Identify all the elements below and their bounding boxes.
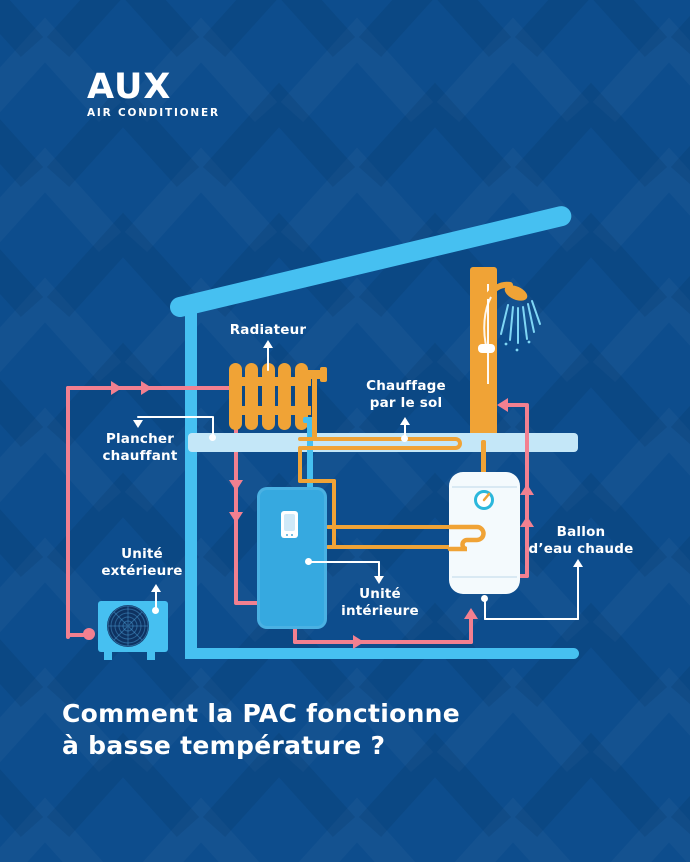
flow-arrow-down-icon — [229, 480, 243, 491]
floor-heating-loop-top — [298, 437, 456, 441]
label-line — [404, 424, 406, 437]
label-arrow-icon — [374, 576, 384, 584]
orange-pipe-elbow-horizontal — [298, 479, 336, 483]
indoor-unit-led — [286, 534, 288, 536]
pink-pipe-to-shower — [499, 403, 527, 407]
pink-pipe-bottom-horizontal — [293, 640, 473, 644]
label-arrow-icon — [151, 584, 161, 592]
label-line — [484, 598, 486, 620]
indoor-unit-screen — [284, 514, 295, 531]
flow-arrow-down-icon — [229, 512, 243, 523]
floor-heating-loop-uturn — [450, 437, 462, 450]
radiator-fin — [229, 363, 242, 430]
radiator-fin — [262, 363, 275, 430]
label-line — [577, 566, 579, 620]
label-line — [267, 346, 269, 371]
flow-arrow-left-icon — [497, 398, 508, 412]
pink-pipe-connector-dot — [83, 628, 95, 640]
shower-mixer-handle — [478, 344, 495, 353]
indoor-unit-led — [291, 534, 293, 536]
orange-pipe-floor-exit — [298, 446, 302, 483]
flow-arrow-right-icon — [353, 635, 364, 649]
label-dot — [152, 607, 159, 614]
label-arrow-icon — [133, 420, 143, 428]
radiator-valve-cap — [320, 367, 327, 382]
label-line — [155, 590, 157, 612]
brand-tagline: AIR CONDITIONER — [87, 107, 220, 119]
label-line — [308, 561, 380, 563]
label-radiateur: Radiateur — [229, 322, 307, 338]
label-line — [378, 561, 380, 578]
label-line — [137, 416, 213, 418]
indoor-unit — [257, 487, 327, 629]
orange-pipe-to-tank-coil-bottom — [326, 545, 454, 549]
pink-pipe-to-outdoor-unit — [66, 633, 90, 637]
house-wall — [185, 306, 197, 658]
orange-pipe-to-tank-coil-top — [326, 525, 454, 529]
radiator-fin — [245, 363, 258, 430]
floor-heating-loop-bottom — [300, 446, 452, 450]
label-dot — [401, 435, 408, 442]
tank-seam — [452, 486, 517, 488]
orange-pipe-tank-to-floor — [481, 440, 486, 475]
shower-rail — [487, 284, 489, 384]
orange-pipe-radiator-down — [312, 377, 317, 439]
flow-arrow-up-icon — [520, 516, 534, 527]
pink-pipe-to-tank-bottom — [469, 612, 473, 644]
flow-arrow-up-icon — [464, 608, 478, 619]
radiator-valve — [306, 370, 322, 379]
outdoor-unit-foot — [104, 651, 112, 660]
orange-pipe-elbow-vertical — [332, 479, 336, 549]
pink-pipe-to-indoor-unit — [234, 601, 262, 605]
outdoor-unit-foot — [147, 651, 155, 660]
radiator-fin — [278, 363, 291, 430]
label-dot — [209, 434, 216, 441]
shower-column — [470, 267, 497, 445]
radiator-fin — [295, 363, 308, 430]
house-ground — [185, 648, 579, 659]
label-arrow-icon — [263, 340, 273, 348]
flow-arrow-right-icon — [141, 381, 152, 395]
flow-arrow-up-icon — [520, 484, 534, 495]
blue-pipe-to-indoor-unit — [307, 417, 313, 490]
tank-seam — [452, 576, 517, 578]
label-arrow-icon — [400, 417, 410, 425]
brand-name: AUX — [87, 67, 172, 107]
pink-pipe-left-vertical — [66, 386, 70, 639]
label-line — [212, 416, 214, 436]
pink-pipe-mid-vertical — [234, 388, 238, 603]
pink-pipe-indoor-unit-down — [293, 626, 297, 644]
pink-pipe-top-horizontal — [66, 386, 241, 390]
label-arrow-icon — [573, 559, 583, 567]
pink-pipe-tank-outlet — [517, 574, 529, 578]
label-line — [484, 618, 579, 620]
flow-arrow-right-icon — [111, 381, 122, 395]
brand-logo: AUX AIR CONDITIONER — [87, 70, 220, 119]
heated-floor-slab — [188, 433, 578, 452]
